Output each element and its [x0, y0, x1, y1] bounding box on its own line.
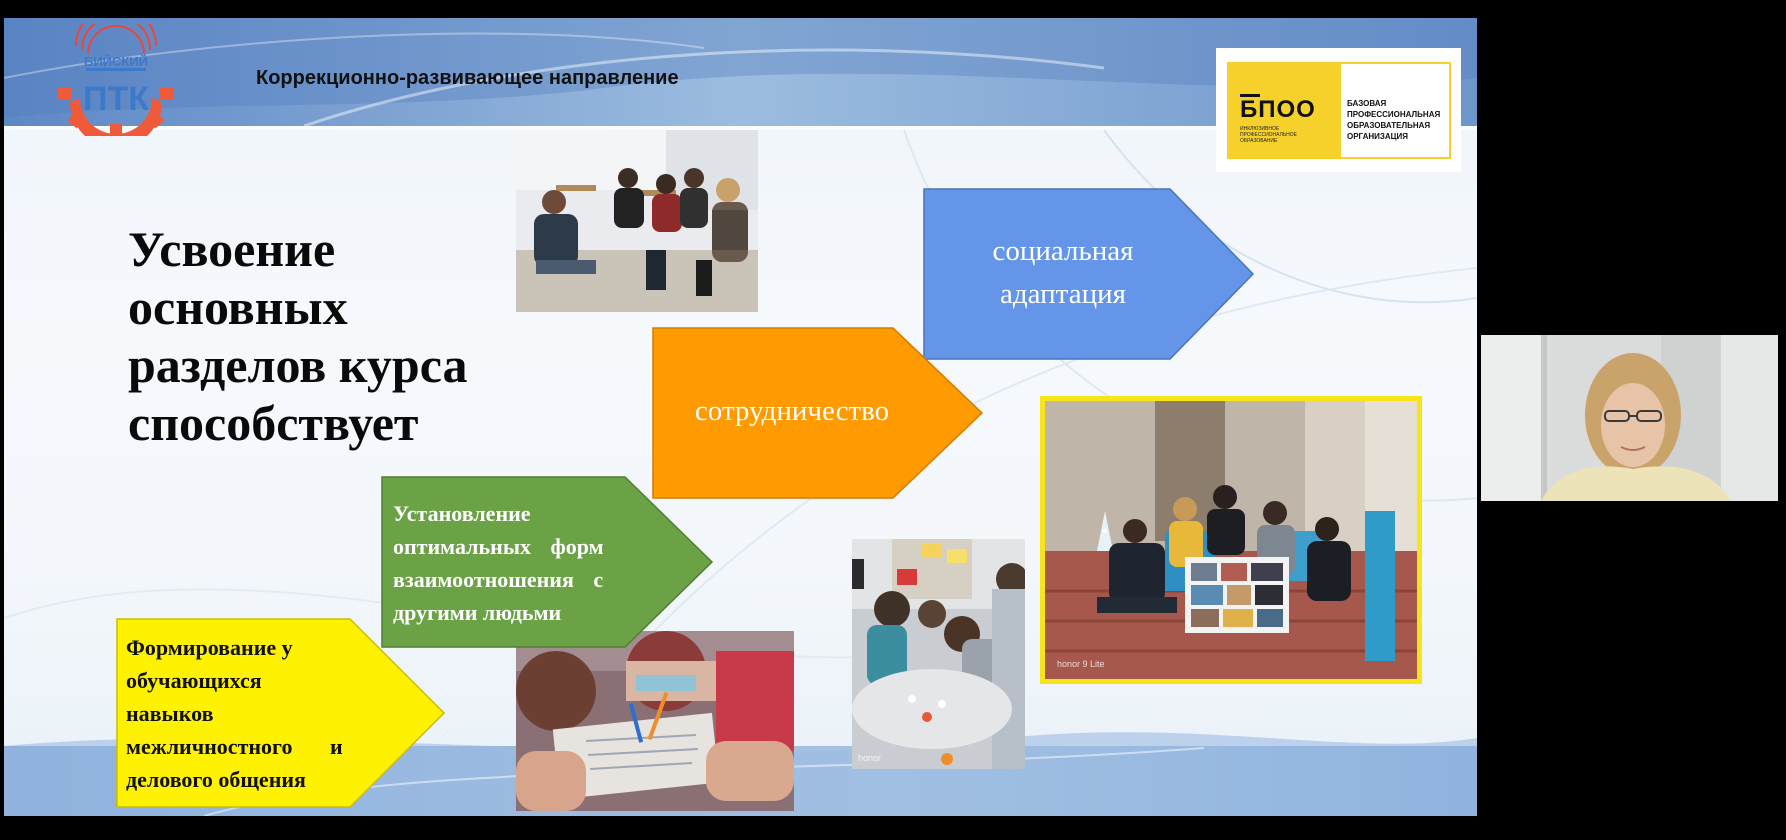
- arrow-social-adaptation: социальная адаптация: [923, 188, 1255, 360]
- arrow-cooperation-label: сотрудничество: [694, 395, 890, 427]
- arrow-cooperation: сотрудничество: [652, 327, 984, 499]
- bpoo-logo-bar: [1240, 94, 1260, 97]
- photo-group-collage: honor 9 Lite: [1040, 396, 1422, 684]
- bpoo-logo-org-text: БАЗОВАЯ ПРОФЕССИОНАЛЬНАЯ ОБРАЗОВАТЕЛЬНАЯ…: [1347, 99, 1441, 141]
- photo-watermark: honor: [858, 753, 882, 763]
- arrow-relationships: Установление оптимальных форм взаимоотно…: [381, 476, 714, 648]
- photo-watermark: honor 9 Lite: [1057, 659, 1105, 669]
- bpoo-logo-yellow-block: [1227, 62, 1339, 159]
- arrow-social-adaptation-line2: адаптация: [1000, 278, 1126, 310]
- photo-students-writing: [516, 631, 794, 811]
- btpk-logo: БИЙСКИЙ ПТК: [58, 24, 174, 136]
- arrow-interpersonal-skills: Формирование у обучающихся навыков межли…: [116, 618, 446, 808]
- bpoo-logo-abbr: БПОО: [1240, 96, 1316, 123]
- bpoo-logo: БПОО ИНКЛЮЗИВНОЕ ПРОФЕССИОНАЛЬНОЕ ОБРАЗО…: [1216, 48, 1461, 172]
- svg-text:ПТК: ПТК: [83, 80, 149, 118]
- presentation-slide: БИЙСКИЙ ПТК Коррекционно-развивающее нап…: [4, 18, 1477, 816]
- presenter-video: [1481, 335, 1778, 501]
- arrow-relationships-line1: Установление: [393, 501, 531, 526]
- bpoo-logo-small-text: ИНКЛЮЗИВНОЕ ПРОФЕССИОНАЛЬНОЕ ОБРАЗОВАНИЕ: [1240, 126, 1298, 144]
- bpoo-logo-frame: [1339, 62, 1451, 159]
- slide-main-title: Усвоение основных разделов курса способс…: [128, 221, 468, 451]
- webcam-thumbnail-presenter[interactable]: [1481, 335, 1778, 501]
- arrow-social-adaptation-line1: социальная: [992, 235, 1134, 267]
- slide-header-title: Коррекционно-развивающее направление: [256, 67, 679, 89]
- arrow-relationships-line2: оптимальных форм: [393, 534, 604, 559]
- arrow-relationships-line4: другими людьми: [393, 600, 562, 625]
- arrow-interpersonal-skills-line5: делового общения: [126, 767, 306, 792]
- photo-group-circle: [516, 130, 758, 312]
- photo-students-table: honor: [852, 539, 1025, 769]
- arrow-interpersonal-skills-line3: навыков: [126, 701, 214, 726]
- svg-text:БИЙСКИЙ: БИЙСКИЙ: [84, 54, 148, 69]
- arrow-interpersonal-skills-line4: межличностного и: [126, 734, 343, 759]
- arrow-relationships-line3: взаимоотношения с: [393, 567, 604, 592]
- arrow-interpersonal-skills-line2: обучающихся: [126, 668, 262, 693]
- arrow-interpersonal-skills-line1: Формирование у: [126, 635, 293, 660]
